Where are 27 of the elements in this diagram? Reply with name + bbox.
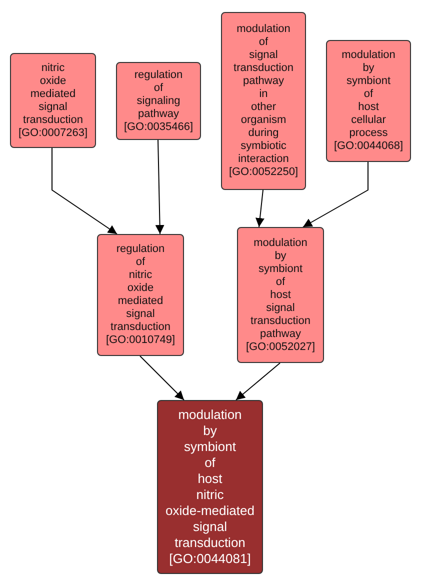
arrow xyxy=(52,148,118,234)
term-box xyxy=(237,227,324,363)
term-box xyxy=(221,12,306,190)
term-name: regulation of nitric oxide mediated signal transduction xyxy=(110,243,172,334)
term-id: [GO:0044068] xyxy=(334,140,404,153)
term-box xyxy=(326,40,411,162)
term-id: [GO:0052250] xyxy=(228,166,298,179)
arrow xyxy=(236,362,280,400)
term-name: nitric oxide mediated signal transduction xyxy=(22,62,84,126)
term-box xyxy=(116,62,201,140)
arrow xyxy=(302,162,368,228)
term-name: modulation by symbiont of host nitric oxide-mediated signal transduction xyxy=(164,407,256,551)
term-box xyxy=(10,53,96,148)
term-id: [GO:0035466] xyxy=(124,120,194,134)
arrow xyxy=(256,190,264,228)
term-name: modulation by symbiont of host cellular process xyxy=(340,49,396,140)
term-id: [GO:0010749] xyxy=(106,334,176,347)
term-box xyxy=(157,400,263,574)
term-id: [GO:0052027] xyxy=(246,340,316,354)
arrow xyxy=(155,140,164,234)
term-box xyxy=(97,234,184,356)
term-name: regulation of signaling pathway xyxy=(133,68,184,120)
arrow xyxy=(140,356,184,400)
term-id: [GO:0007263] xyxy=(18,126,88,140)
term-name: modulation of signal transduction pathway in other organism during symbiotic interaction xyxy=(232,23,294,166)
term-name: modulation by symbiont of host signal transduction pathway xyxy=(250,236,312,340)
term-id: [GO:0044081] xyxy=(169,551,251,567)
